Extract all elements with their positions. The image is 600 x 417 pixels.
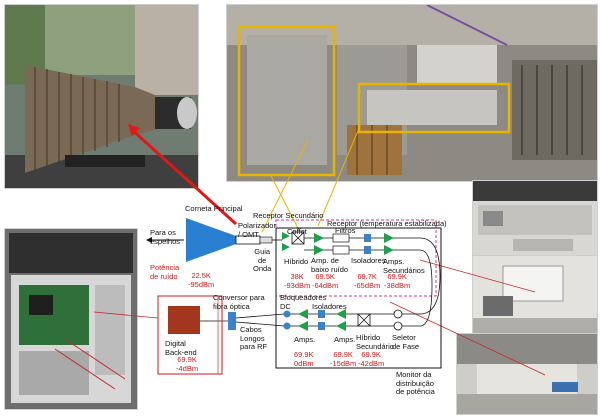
- phase-selector-2: [393, 321, 403, 331]
- amp-lower-3: [298, 309, 308, 319]
- secondary-amp-2: [384, 245, 394, 255]
- label-secondary-receptor: Receptor Secundário: [253, 211, 324, 220]
- pointer-line-backend: [93, 311, 159, 319]
- backend-block: [168, 306, 200, 334]
- rack-photo-top-art: [473, 181, 597, 256]
- pointer-line-coffet: [269, 173, 301, 233]
- amp-lower-2: [336, 321, 346, 331]
- dc-block-2: [283, 322, 291, 330]
- pointer-line-horn: [128, 126, 238, 226]
- phase-selector-1: [393, 309, 403, 319]
- dc-block-1: [283, 310, 291, 318]
- pointer-line-bench: [419, 259, 536, 293]
- fiber-converter: [228, 312, 236, 330]
- value-horn: 22.5K -95dBm: [188, 271, 215, 289]
- pointer-line-receptor: [317, 125, 361, 227]
- receptor-photo-art: [227, 5, 597, 181]
- monitor-photo-art: [457, 334, 597, 414]
- isolator-bot-1: [318, 310, 325, 318]
- filter-2: [332, 245, 350, 255]
- label-amps-lower-1: Amps.: [294, 335, 316, 344]
- label-lna: Amp. de baixo ruído: [311, 256, 349, 274]
- lna-amp-2: [314, 245, 324, 255]
- label-waveguide: Guia de Onda: [253, 247, 272, 273]
- backend-box: [157, 295, 223, 375]
- label-isolators-top: Isoladores: [351, 256, 386, 265]
- value-amps-lower-2: 69.9K -15dBm: [330, 350, 357, 368]
- label-polarizer: Polarizador / OMT: [238, 221, 276, 239]
- isolator-top-2: [364, 246, 371, 254]
- value-lna: 69.5K -64dBm: [312, 272, 339, 290]
- isolator-top-1: [364, 234, 371, 242]
- receptor-box: [275, 227, 442, 369]
- backend-photo: [4, 228, 138, 410]
- bench-photo-art: [473, 256, 597, 333]
- horn-photo-art: [5, 5, 198, 188]
- label-filters: Filtros: [335, 226, 356, 235]
- label-main-horn: Corneta Principal: [185, 204, 243, 213]
- lna-amp-1: [314, 233, 324, 243]
- bench-photo: [472, 255, 598, 334]
- label-hybrid: Híbrido: [284, 257, 309, 266]
- amp-lower-4: [298, 321, 308, 331]
- filter-1: [332, 233, 350, 243]
- horn-shape: [186, 218, 236, 262]
- value-secondary-amps: 69.9K -38dBm: [384, 272, 411, 290]
- pointer-line-ymt: [261, 139, 309, 233]
- label-amps-lower-2: Amps.: [334, 335, 356, 344]
- receptor-photo: [226, 4, 598, 182]
- label-phase-selector: Seletor de Fase: [392, 333, 420, 351]
- label-noise-power: Potência de ruído: [150, 263, 180, 281]
- label-fiber-converter: Conversor para fibra óptica: [213, 293, 265, 311]
- value-backend: 69.9K -4dBm: [176, 355, 199, 373]
- value-hybrid: 38K -93dBm: [284, 272, 311, 290]
- label-power-monitor: Monitor da distribuição de potência: [396, 370, 435, 396]
- isolator-bot-2: [318, 322, 325, 330]
- secondary-amp-1: [384, 233, 394, 243]
- monitor-photo: [456, 333, 598, 415]
- label-digital-backend: Digital Back-end: [165, 339, 197, 357]
- label-secondary-amps: Amps. Secundários: [383, 257, 425, 275]
- value-isolators-top: 69.7K -65dBm: [354, 272, 381, 290]
- label-to-mirrors: Para os espelhos: [150, 228, 181, 246]
- label-receptor-stabilized: Receptor (temperatura estabilizada): [327, 219, 447, 228]
- backend-photo-art: [5, 229, 137, 409]
- label-isolators-bottom: Isoladores: [312, 302, 347, 311]
- mirror-arrow-head: [146, 237, 152, 243]
- label-long-cables: Cabos Longos para RF: [240, 325, 268, 351]
- label-secondary-hybrid: Híbrido Secundário: [356, 333, 394, 351]
- value-amps-lower-1: 69.9K 0dBm: [294, 350, 314, 368]
- pointer-arrow-horn: [128, 124, 140, 136]
- amp-lower-1: [336, 309, 346, 319]
- label-coffet: Coffet: [287, 227, 307, 236]
- secondary-receptor-box: [275, 219, 437, 297]
- horn-photo: [4, 4, 199, 189]
- label-dc-blocks: Bloqueadores DC: [280, 293, 327, 311]
- value-secondary-hybrid: 69.9K -42dBm: [358, 350, 385, 368]
- rack-photo-top: [472, 180, 598, 257]
